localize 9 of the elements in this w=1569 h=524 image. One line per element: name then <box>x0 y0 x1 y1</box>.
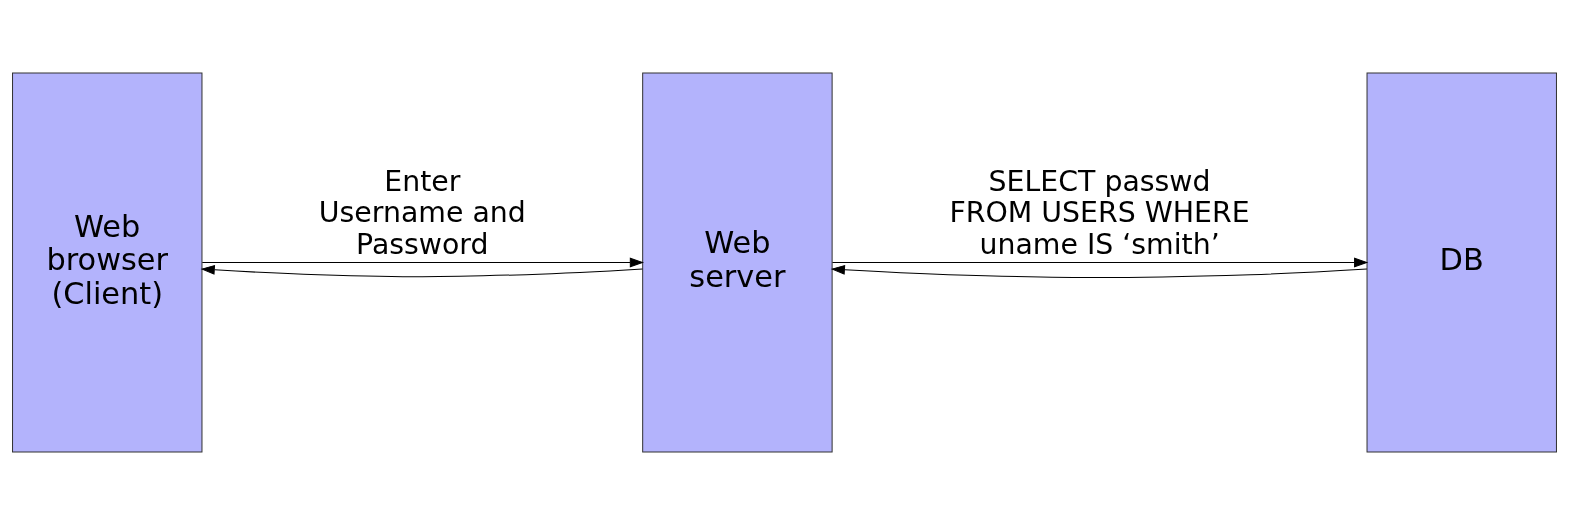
arrow <box>200 264 643 277</box>
arrow <box>831 257 1369 267</box>
edge-label: SELECT passwd FROM USERS WHERE uname IS ‘smith’ <box>949 164 1250 261</box>
node-box: DB <box>1366 72 1557 452</box>
arrow <box>830 264 1368 278</box>
node-box: Web server <box>642 72 833 452</box>
arrow <box>201 257 644 267</box>
node-box: Web browser (Client) <box>12 72 203 452</box>
edge-label: Enter Username and Password <box>318 164 526 261</box>
